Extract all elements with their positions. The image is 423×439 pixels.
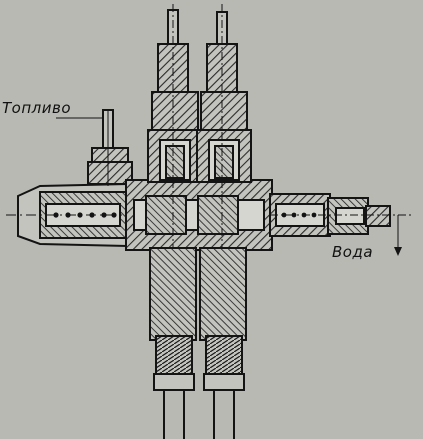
needle-column-right — [196, 4, 252, 300]
nozzle-body — [6, 182, 150, 248]
needle-column-left — [147, 4, 203, 300]
water-nozzle — [269, 193, 412, 256]
lower-stems — [149, 247, 247, 439]
fuel-label: Топливо — [2, 99, 72, 117]
central-block — [125, 179, 273, 251]
fuel-inlet-fitting — [87, 109, 133, 186]
nozzle-holes — [53, 212, 117, 218]
water-label: Вода — [332, 243, 374, 261]
